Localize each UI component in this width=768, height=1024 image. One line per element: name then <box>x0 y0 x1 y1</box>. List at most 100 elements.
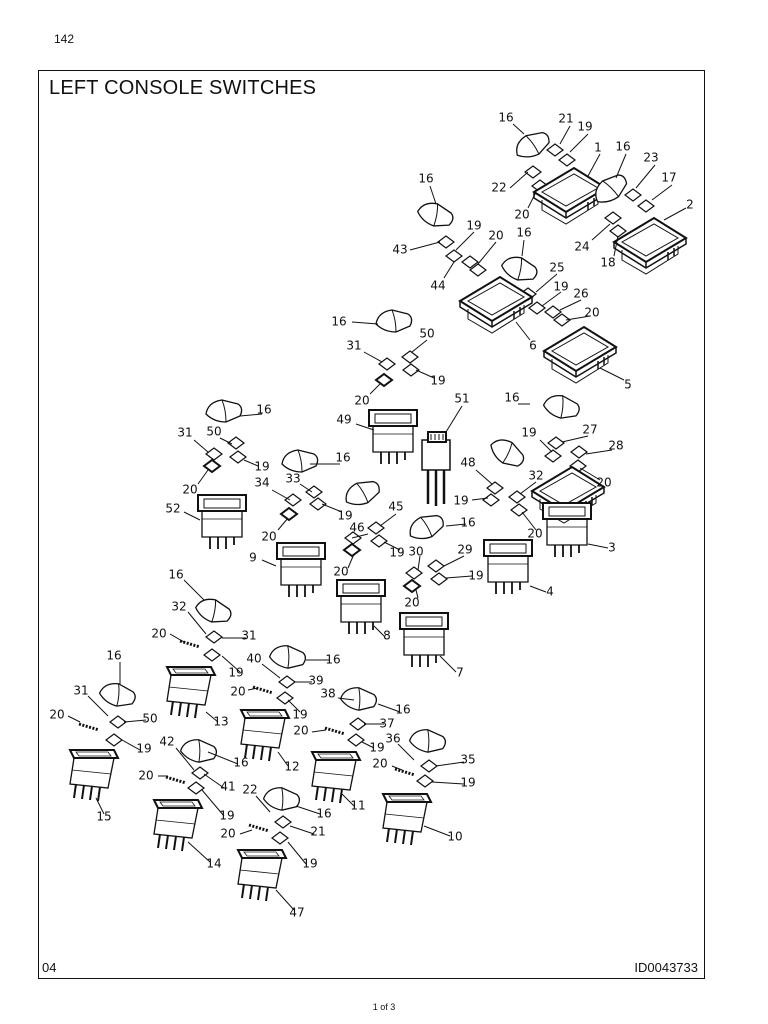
callout-6: 6 <box>529 339 537 353</box>
callout-16: 16 <box>504 391 519 405</box>
callout-19: 19 <box>369 741 384 755</box>
callout-18: 18 <box>600 256 615 270</box>
callout-40: 40 <box>246 652 261 666</box>
callout-19: 19 <box>468 569 483 583</box>
callout-7: 7 <box>456 666 464 680</box>
callout-31: 31 <box>241 629 256 643</box>
callout-51: 51 <box>454 392 469 406</box>
callout-19: 19 <box>453 494 468 508</box>
callout-16: 16 <box>316 807 331 821</box>
callout-36: 36 <box>385 732 400 746</box>
callout-19: 19 <box>521 426 536 440</box>
callout-35: 35 <box>460 753 475 767</box>
callout-34: 34 <box>254 476 269 490</box>
callout-32: 32 <box>528 469 543 483</box>
callout-20: 20 <box>151 627 166 641</box>
callout-44: 44 <box>430 279 445 293</box>
callout-19: 19 <box>136 742 151 756</box>
callout-22: 22 <box>242 783 257 797</box>
relay-51 <box>421 431 451 506</box>
diagram-frame: LEFT CONSOLE SWITCHES 04 ID0043733 <box>38 70 705 979</box>
diagram-title: LEFT CONSOLE SWITCHES <box>49 77 317 99</box>
callout-16: 16 <box>233 756 248 770</box>
callout-16: 16 <box>331 315 346 329</box>
callout-33: 33 <box>285 472 300 486</box>
callout-19: 19 <box>219 809 234 823</box>
callout-31: 31 <box>346 339 361 353</box>
callout-16: 16 <box>335 451 350 465</box>
callout-4: 4 <box>546 585 554 599</box>
callout-19: 19 <box>302 857 317 871</box>
callout-20: 20 <box>584 306 599 320</box>
callout-8: 8 <box>383 629 391 643</box>
callout-37: 37 <box>379 717 394 731</box>
callout-19: 19 <box>430 374 445 388</box>
callout-20: 20 <box>527 527 542 541</box>
callout-16: 16 <box>460 516 475 530</box>
callout-50: 50 <box>142 712 157 726</box>
callout-13: 13 <box>213 715 228 729</box>
callout-20: 20 <box>182 483 197 497</box>
callout-32: 32 <box>171 600 186 614</box>
callout-17: 17 <box>661 171 676 185</box>
callout-19: 19 <box>553 280 568 294</box>
callout-3: 3 <box>608 541 616 555</box>
callout-1: 1 <box>594 141 602 155</box>
page-of-indicator: 1 of 3 <box>372 1002 396 1012</box>
callout-12: 12 <box>284 760 299 774</box>
callout-16: 16 <box>615 140 630 154</box>
callout-20: 20 <box>404 596 419 610</box>
callout-16: 16 <box>516 226 531 240</box>
callout-41: 41 <box>220 780 235 794</box>
callout-20: 20 <box>230 685 245 699</box>
callout-24: 24 <box>574 240 589 254</box>
section-code: 04 <box>42 960 57 975</box>
callout-38: 38 <box>320 687 335 701</box>
callout-52: 52 <box>165 502 180 516</box>
callout-45: 45 <box>388 500 403 514</box>
callout-21: 21 <box>558 112 573 126</box>
callout-20: 20 <box>514 208 529 222</box>
callout-20: 20 <box>488 229 503 243</box>
callout-16: 16 <box>256 403 271 417</box>
callout-30: 30 <box>408 545 423 559</box>
callout-10: 10 <box>447 830 462 844</box>
callout-20: 20 <box>261 530 276 544</box>
callout-16: 16 <box>418 172 433 186</box>
callout-16: 16 <box>168 568 183 582</box>
callout-39: 39 <box>308 674 323 688</box>
callout-20: 20 <box>220 827 235 841</box>
page-number: 142 <box>54 32 75 46</box>
callout-14: 14 <box>206 857 221 871</box>
callout-49: 49 <box>336 413 351 427</box>
callout-46: 46 <box>349 521 364 535</box>
callout-48: 48 <box>460 456 475 470</box>
callout-22: 22 <box>491 181 506 195</box>
callout-16: 16 <box>106 649 121 663</box>
top-right-switch-group <box>414 126 687 384</box>
callout-20: 20 <box>49 708 64 722</box>
callout-25: 25 <box>549 261 564 275</box>
callout-11: 11 <box>350 799 365 813</box>
callout-19: 19 <box>228 666 243 680</box>
drawing-id: ID0043733 <box>634 960 698 975</box>
callout-20: 20 <box>354 394 369 408</box>
callout-31: 31 <box>177 426 192 440</box>
callout-26: 26 <box>573 287 588 301</box>
callout-16: 16 <box>325 653 340 667</box>
callout-50: 50 <box>419 327 434 341</box>
callout-9: 9 <box>249 551 257 565</box>
callout-19: 19 <box>466 219 481 233</box>
middle-switch-group <box>197 309 605 668</box>
callout-31: 31 <box>73 684 88 698</box>
callout-20: 20 <box>333 565 348 579</box>
callout-27: 27 <box>582 423 597 437</box>
callout-20: 20 <box>596 476 611 490</box>
callout-15: 15 <box>96 810 111 824</box>
callout-29: 29 <box>457 543 472 557</box>
callout-20: 20 <box>138 769 153 783</box>
callout-42: 42 <box>159 735 174 749</box>
callout-19: 19 <box>389 546 404 560</box>
callout-19: 19 <box>460 776 475 790</box>
